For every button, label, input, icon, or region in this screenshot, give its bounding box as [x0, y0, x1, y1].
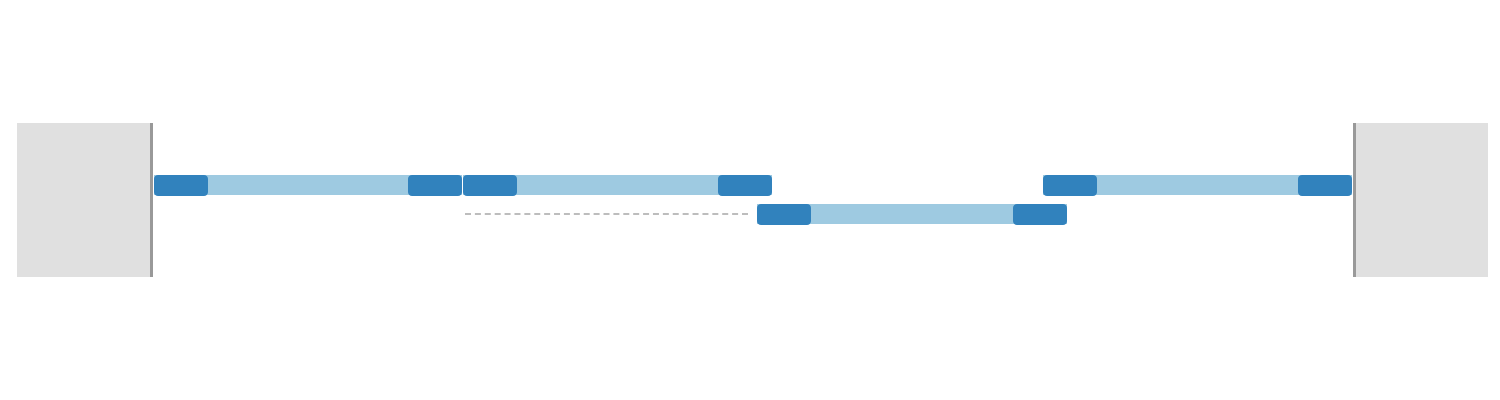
clip-start-handle[interactable]	[1043, 175, 1097, 196]
timeline-end-marker[interactable]	[1353, 123, 1356, 277]
timeline-start-marker[interactable]	[150, 123, 153, 277]
clip-end-handle[interactable]	[1298, 175, 1352, 196]
timeline-clip[interactable]	[154, 175, 462, 196]
clip-start-handle[interactable]	[757, 204, 811, 225]
clip-end-handle[interactable]	[718, 175, 772, 196]
timeline-clip[interactable]	[1043, 175, 1352, 196]
timeline-clip[interactable]	[463, 175, 772, 196]
clip-end-handle[interactable]	[1013, 204, 1067, 225]
clip-connector-dashed	[465, 213, 748, 215]
timeline-end-boundary	[1355, 123, 1488, 277]
clip-end-handle[interactable]	[408, 175, 462, 196]
timeline-start-boundary	[17, 123, 151, 277]
clip-start-handle[interactable]	[154, 175, 208, 196]
clip-start-handle[interactable]	[463, 175, 517, 196]
timeline-clip[interactable]	[757, 204, 1067, 225]
